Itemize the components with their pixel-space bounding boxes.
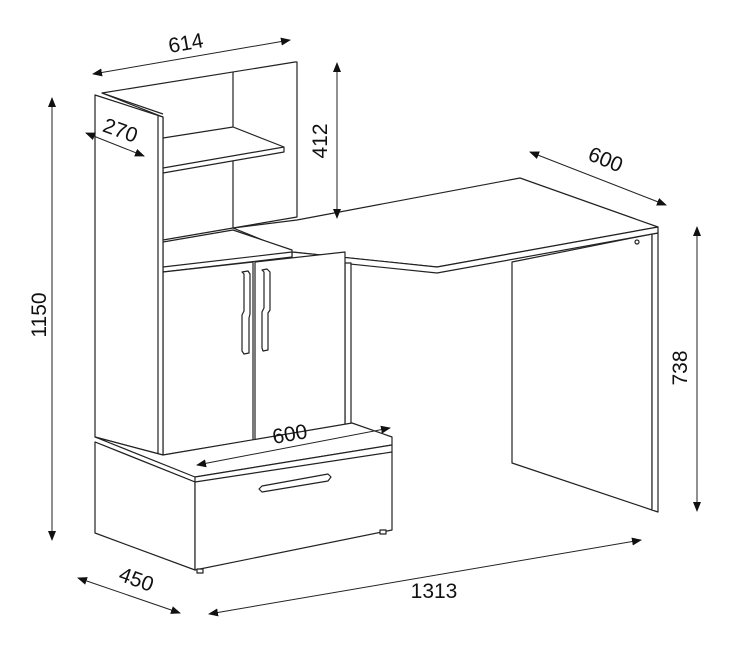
desk-screw-hole [634,239,640,245]
dim-desk-depth: 600 [585,143,626,177]
foot [196,568,204,574]
dim-line-shelf-depth [85,132,145,157]
dim-base-depth: 450 [116,563,157,597]
left-side-panel [94,94,164,456]
dim-line-desk-depth [529,151,667,206]
drawer-handle [258,473,332,493]
door-handle-right [261,268,271,352]
side-panel-edge [101,92,164,115]
desk-right-leg [511,233,653,511]
dim-overall-width: 1313 [411,580,458,603]
dim-line-tower-width [92,37,291,77]
dim-overall-height: 1150 [28,292,51,337]
cabinet-top-edge [162,251,293,268]
desk-right-leg-edge [651,232,659,513]
shelf-edge [162,146,285,169]
dim-line-drawer-width [196,425,391,468]
door-handle-left [241,270,251,355]
dim-tower-width: 614 [167,29,206,58]
dim-upper-shelf-height: 412 [309,123,332,158]
dim-desk-height: 738 [669,350,692,385]
dim-line-overall-width [208,537,642,617]
dim-line-base-depth [77,577,181,614]
foot [379,529,387,535]
cabinet-door-left [162,261,254,456]
dimensions: 614 270 412 600 1150 738 600 450 1313 [28,29,701,617]
desk-left-leg [344,262,352,426]
